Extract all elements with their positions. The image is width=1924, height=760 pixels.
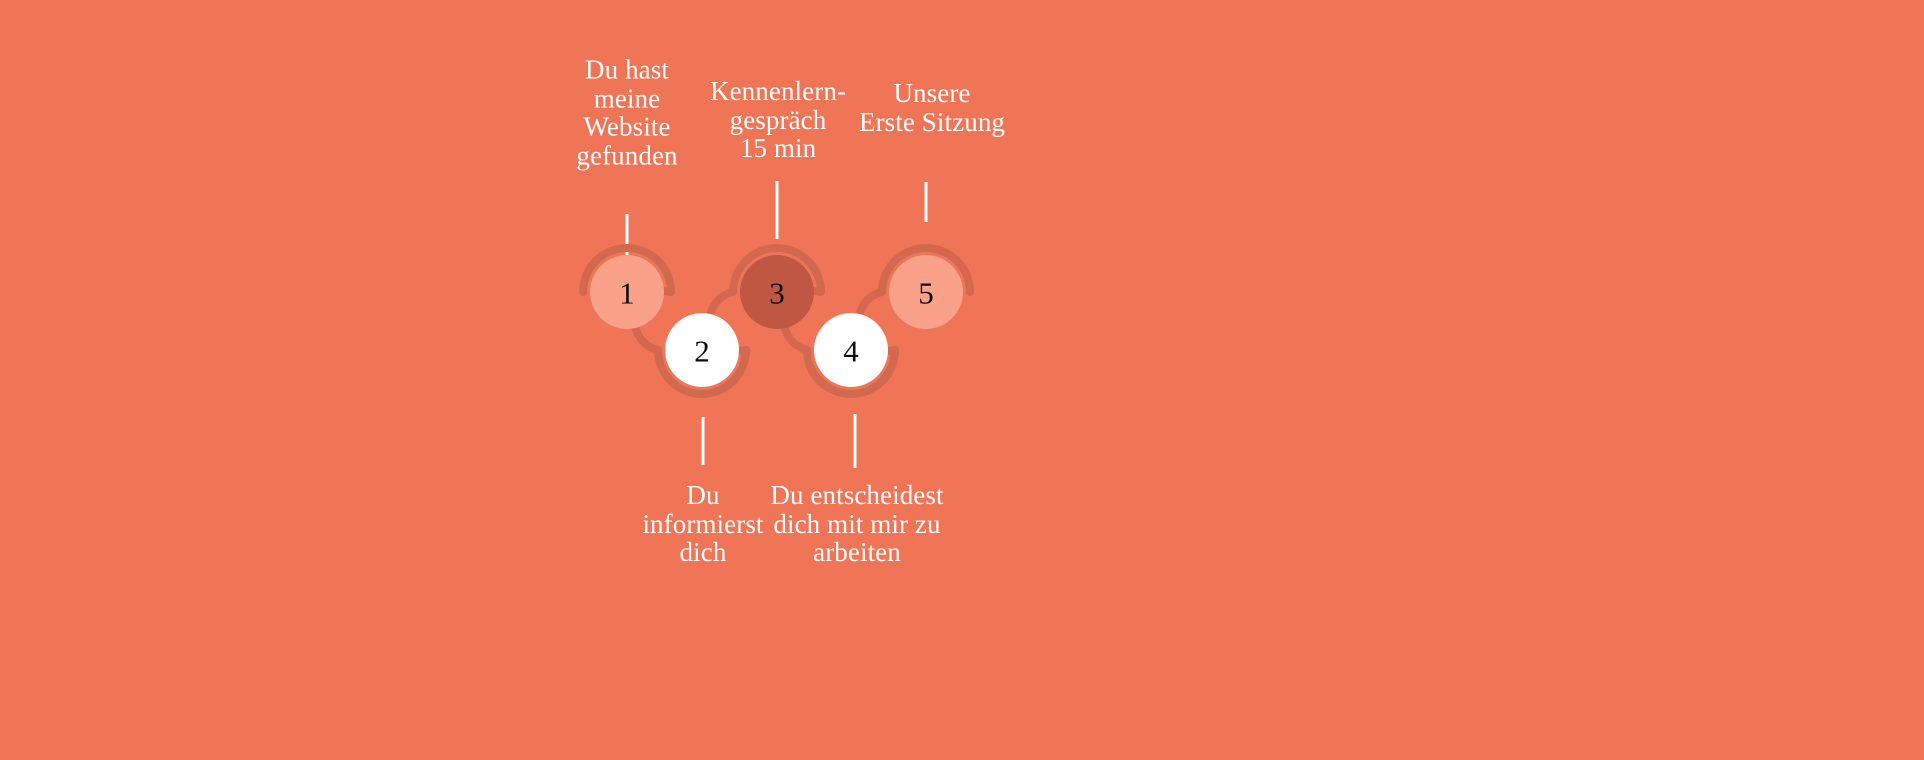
step-circle-4[interactable] [814, 313, 888, 387]
step-label-1: Du hast meine Website gefunden [576, 54, 678, 171]
step-label-5: Unsere Erste Sitzung [858, 77, 1006, 137]
step-circle-3[interactable] [740, 255, 814, 329]
step-label-3: Kennenlern- gespräch 15 min [709, 76, 847, 164]
step-label-2: Du informierst dich [642, 480, 764, 568]
step-circle-2[interactable] [665, 313, 739, 387]
step-circle-5[interactable] [889, 255, 963, 329]
step-circle-1[interactable] [590, 255, 664, 329]
step-label-4: Du entscheidest dich mit mir zu arbeiten [770, 480, 944, 568]
step-circles [590, 255, 963, 387]
